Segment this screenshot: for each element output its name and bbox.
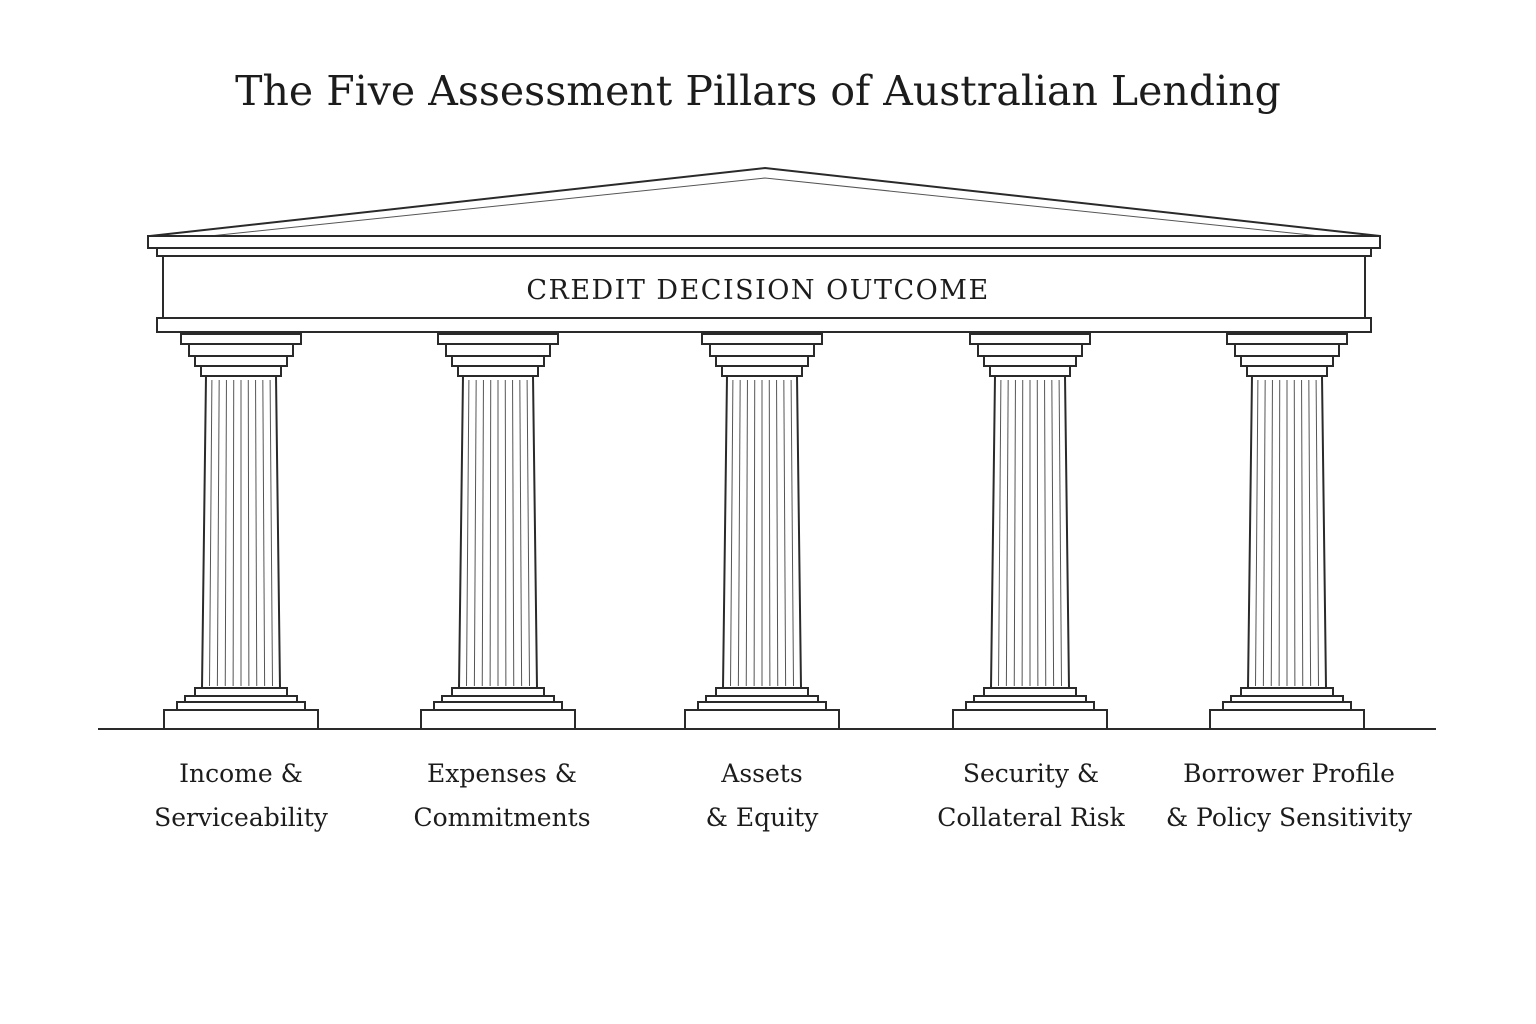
pillar-label-line: Borrower Profile	[1183, 759, 1395, 788]
pillar-label-line: Security &	[963, 759, 1099, 788]
pillar-label-4: Security & Collateral Risk	[937, 759, 1125, 832]
pillar-label-line: Expenses &	[427, 759, 577, 788]
column-4	[952, 333, 1108, 730]
entablature	[156, 247, 1372, 333]
pillar-label-line: Commitments	[413, 803, 590, 832]
pediment	[147, 166, 1381, 249]
columns	[163, 333, 1365, 730]
pillar-label-5: Borrower Profile & Policy Sensitivity	[1166, 759, 1413, 832]
pillar-label-3: Assets & Equity	[706, 759, 820, 832]
pillar-label-line: Serviceability	[154, 803, 329, 832]
pillar-labels: Income & Serviceability Expenses & Commitme…	[154, 759, 1413, 832]
pillar-label-line: & Equity	[706, 803, 820, 832]
entablature-label: CREDIT DECISION OUTCOME	[526, 275, 989, 306]
column-1	[163, 333, 319, 730]
pillar-label-line: & Policy Sensitivity	[1166, 803, 1413, 832]
pillar-label-line: Assets	[720, 759, 802, 788]
pillar-label-2: Expenses & Commitments	[413, 759, 590, 832]
pillar-label-1: Income & Serviceability	[154, 759, 329, 832]
column-2	[420, 333, 576, 730]
column-5	[1209, 333, 1365, 730]
pillar-label-line: Income &	[179, 759, 303, 788]
diagram-title: The Five Assessment Pillars of Australia…	[235, 67, 1281, 115]
column-3	[684, 333, 840, 730]
pillar-label-line: Collateral Risk	[937, 803, 1125, 832]
